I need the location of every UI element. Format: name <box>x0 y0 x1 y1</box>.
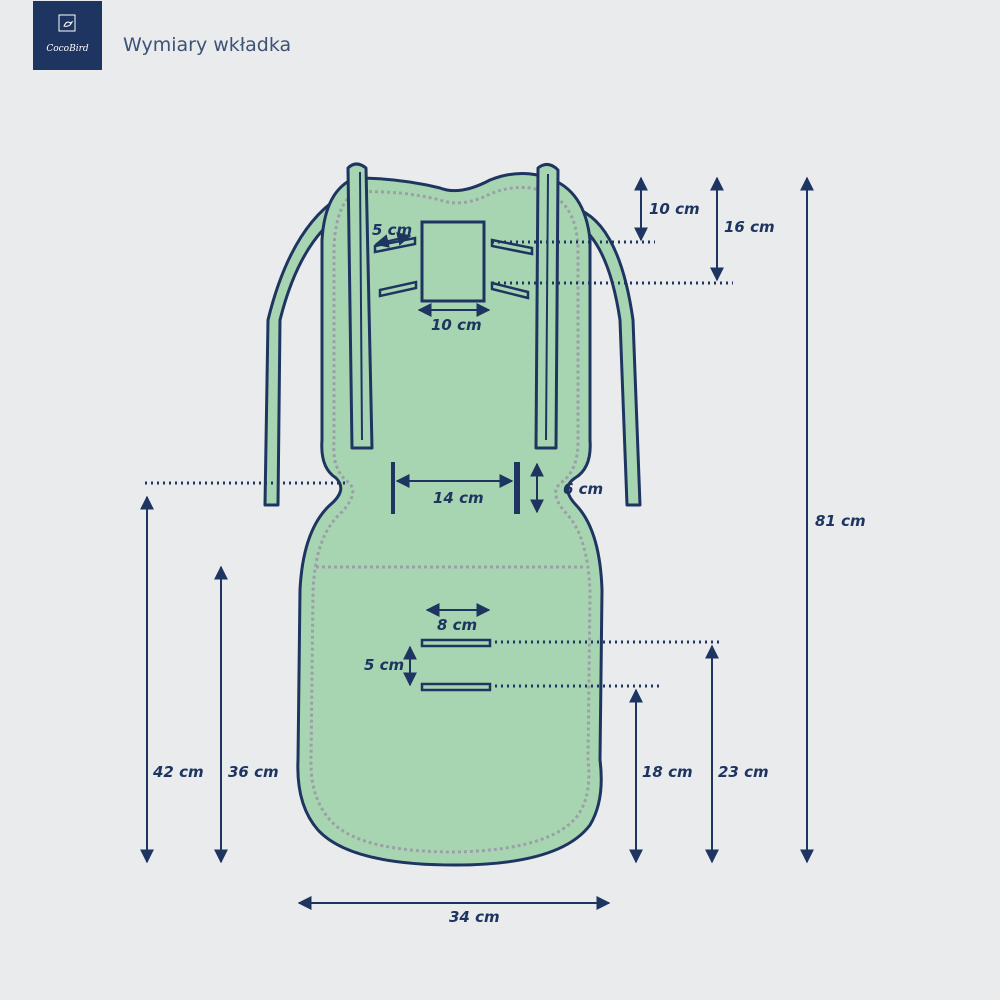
waist-height-label: 42 cm <box>152 763 204 781</box>
reference-lines <box>145 240 733 688</box>
strap-slot-width-label: 5 cm <box>372 221 412 239</box>
insert-body <box>296 172 604 867</box>
right-tie-strap <box>572 208 642 507</box>
bottom-width-label: 34 cm <box>449 908 500 926</box>
lower-right-slot <box>490 281 530 300</box>
total-length-label: 81 cm <box>815 512 866 530</box>
head-panel <box>420 220 486 303</box>
waist-slot-spacing-label: 14 cm <box>433 489 484 507</box>
logo-text: CocoBird <box>46 44 89 54</box>
lower-left-slot <box>378 280 418 298</box>
left-tie-strap <box>263 196 346 507</box>
waist-slot-length-label: 6 cm <box>563 480 603 498</box>
bottom-lower-slot <box>420 682 492 692</box>
top-to-upper-slots-label: 10 cm <box>649 200 700 218</box>
page-title: Wymiary wkładka <box>123 34 292 56</box>
dimension-arrows <box>140 176 814 910</box>
upper-slot-height-label: 23 cm <box>718 763 769 781</box>
bird-icon <box>58 14 76 32</box>
cocobird-logo: CocoBird <box>33 1 102 70</box>
head-panel-width-label: 10 cm <box>431 316 482 334</box>
seam-height-label: 36 cm <box>228 763 279 781</box>
bottom-slot-width-label: 8 cm <box>437 616 477 634</box>
lower-slot-height-label: 18 cm <box>642 763 693 781</box>
bottom-slot-spacing-label: 5 cm <box>364 656 404 674</box>
upper-right-slot <box>490 238 534 256</box>
bottom-upper-slot <box>420 638 492 648</box>
top-to-lower-slots-label: 16 cm <box>724 218 775 236</box>
